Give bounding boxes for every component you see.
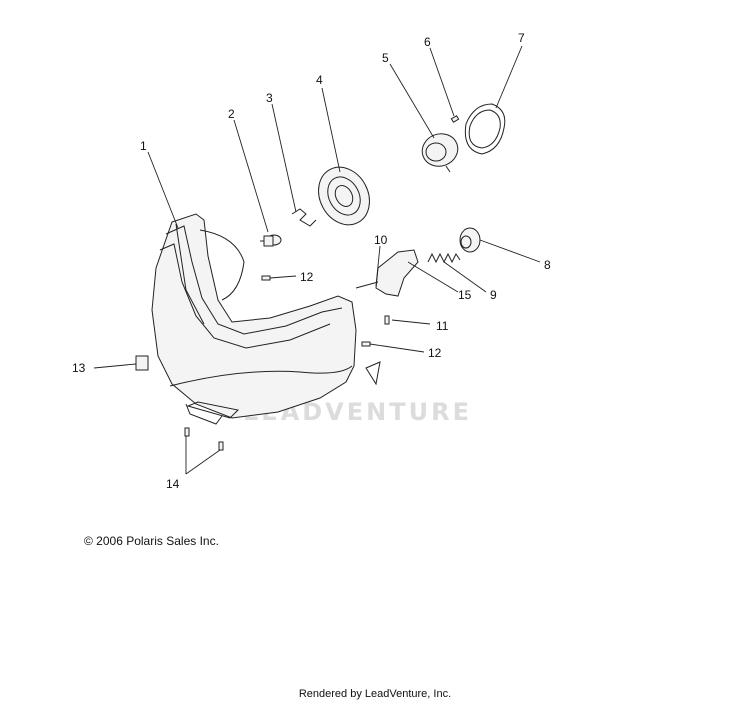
part-11-screw xyxy=(384,315,390,325)
callout-12-a: 12 xyxy=(300,270,314,284)
part-12-screw-a xyxy=(261,275,271,281)
callout-7: 7 xyxy=(518,31,525,45)
part-5-lens xyxy=(421,133,459,173)
part-4-reflector-ring xyxy=(318,166,370,226)
part-10-adjuster-bracket xyxy=(355,249,419,297)
callout-4: 4 xyxy=(316,73,323,87)
part-14-screw-b xyxy=(218,441,224,451)
part-14-screw-a xyxy=(184,427,190,437)
part-1-headlight-housing xyxy=(151,213,381,425)
part-13-clip xyxy=(135,355,149,371)
callout-11: 11 xyxy=(436,319,449,333)
copyright-notice: © 2006 Polaris Sales Inc. xyxy=(84,534,219,548)
callout-2: 2 xyxy=(228,107,235,121)
callout-5: 5 xyxy=(382,51,389,65)
callout-12-b: 12 xyxy=(428,346,442,360)
callout-13: 13 xyxy=(72,361,86,375)
leader-lines xyxy=(93,45,541,475)
callout-3: 3 xyxy=(266,91,273,105)
callout-9: 9 xyxy=(490,288,497,302)
callout-14: 14 xyxy=(166,477,180,491)
part-8-adjuster-knob xyxy=(459,227,481,253)
part-6-pin xyxy=(450,115,460,123)
callout-6: 6 xyxy=(424,35,431,49)
callout-15: 15 xyxy=(458,288,472,302)
footer-rendered-by: Rendered by LeadVenture, Inc. xyxy=(298,688,452,700)
callout-8: 8 xyxy=(544,258,551,272)
callout-10: 10 xyxy=(374,233,388,247)
part-3-retaining-clip xyxy=(291,208,317,227)
part-2-bulb xyxy=(260,234,282,247)
part-9-spring xyxy=(427,252,461,264)
part-7-gasket xyxy=(464,103,506,155)
callout-1: 1 xyxy=(140,139,147,153)
part-12-screw-b xyxy=(361,341,371,347)
